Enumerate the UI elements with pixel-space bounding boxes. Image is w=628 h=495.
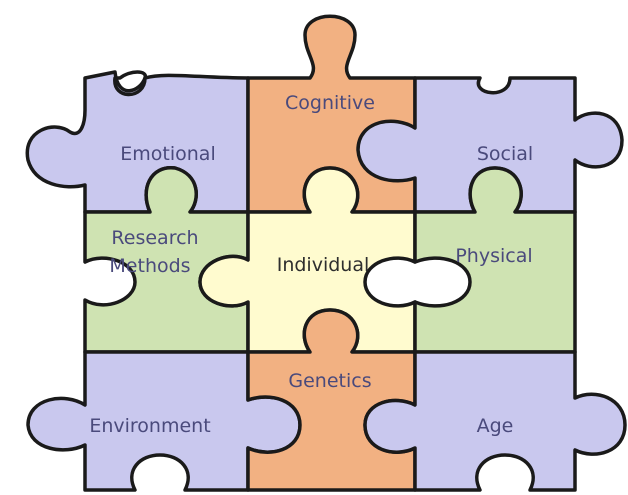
label-social: Social xyxy=(477,143,533,165)
piece-emotional-knob xyxy=(113,70,147,97)
label-emotional: Emotional xyxy=(120,143,215,165)
label-individual: Individual xyxy=(277,254,370,276)
label-age: Age xyxy=(477,415,514,437)
label-genetics: Genetics xyxy=(288,370,371,392)
label-methods: Methods xyxy=(109,255,190,277)
piece-age xyxy=(363,350,627,492)
label-physical: Physical xyxy=(455,245,532,267)
label-environment: Environment xyxy=(89,415,210,437)
label-cognitive: Cognitive xyxy=(285,92,375,114)
label-research: Research xyxy=(111,227,198,249)
